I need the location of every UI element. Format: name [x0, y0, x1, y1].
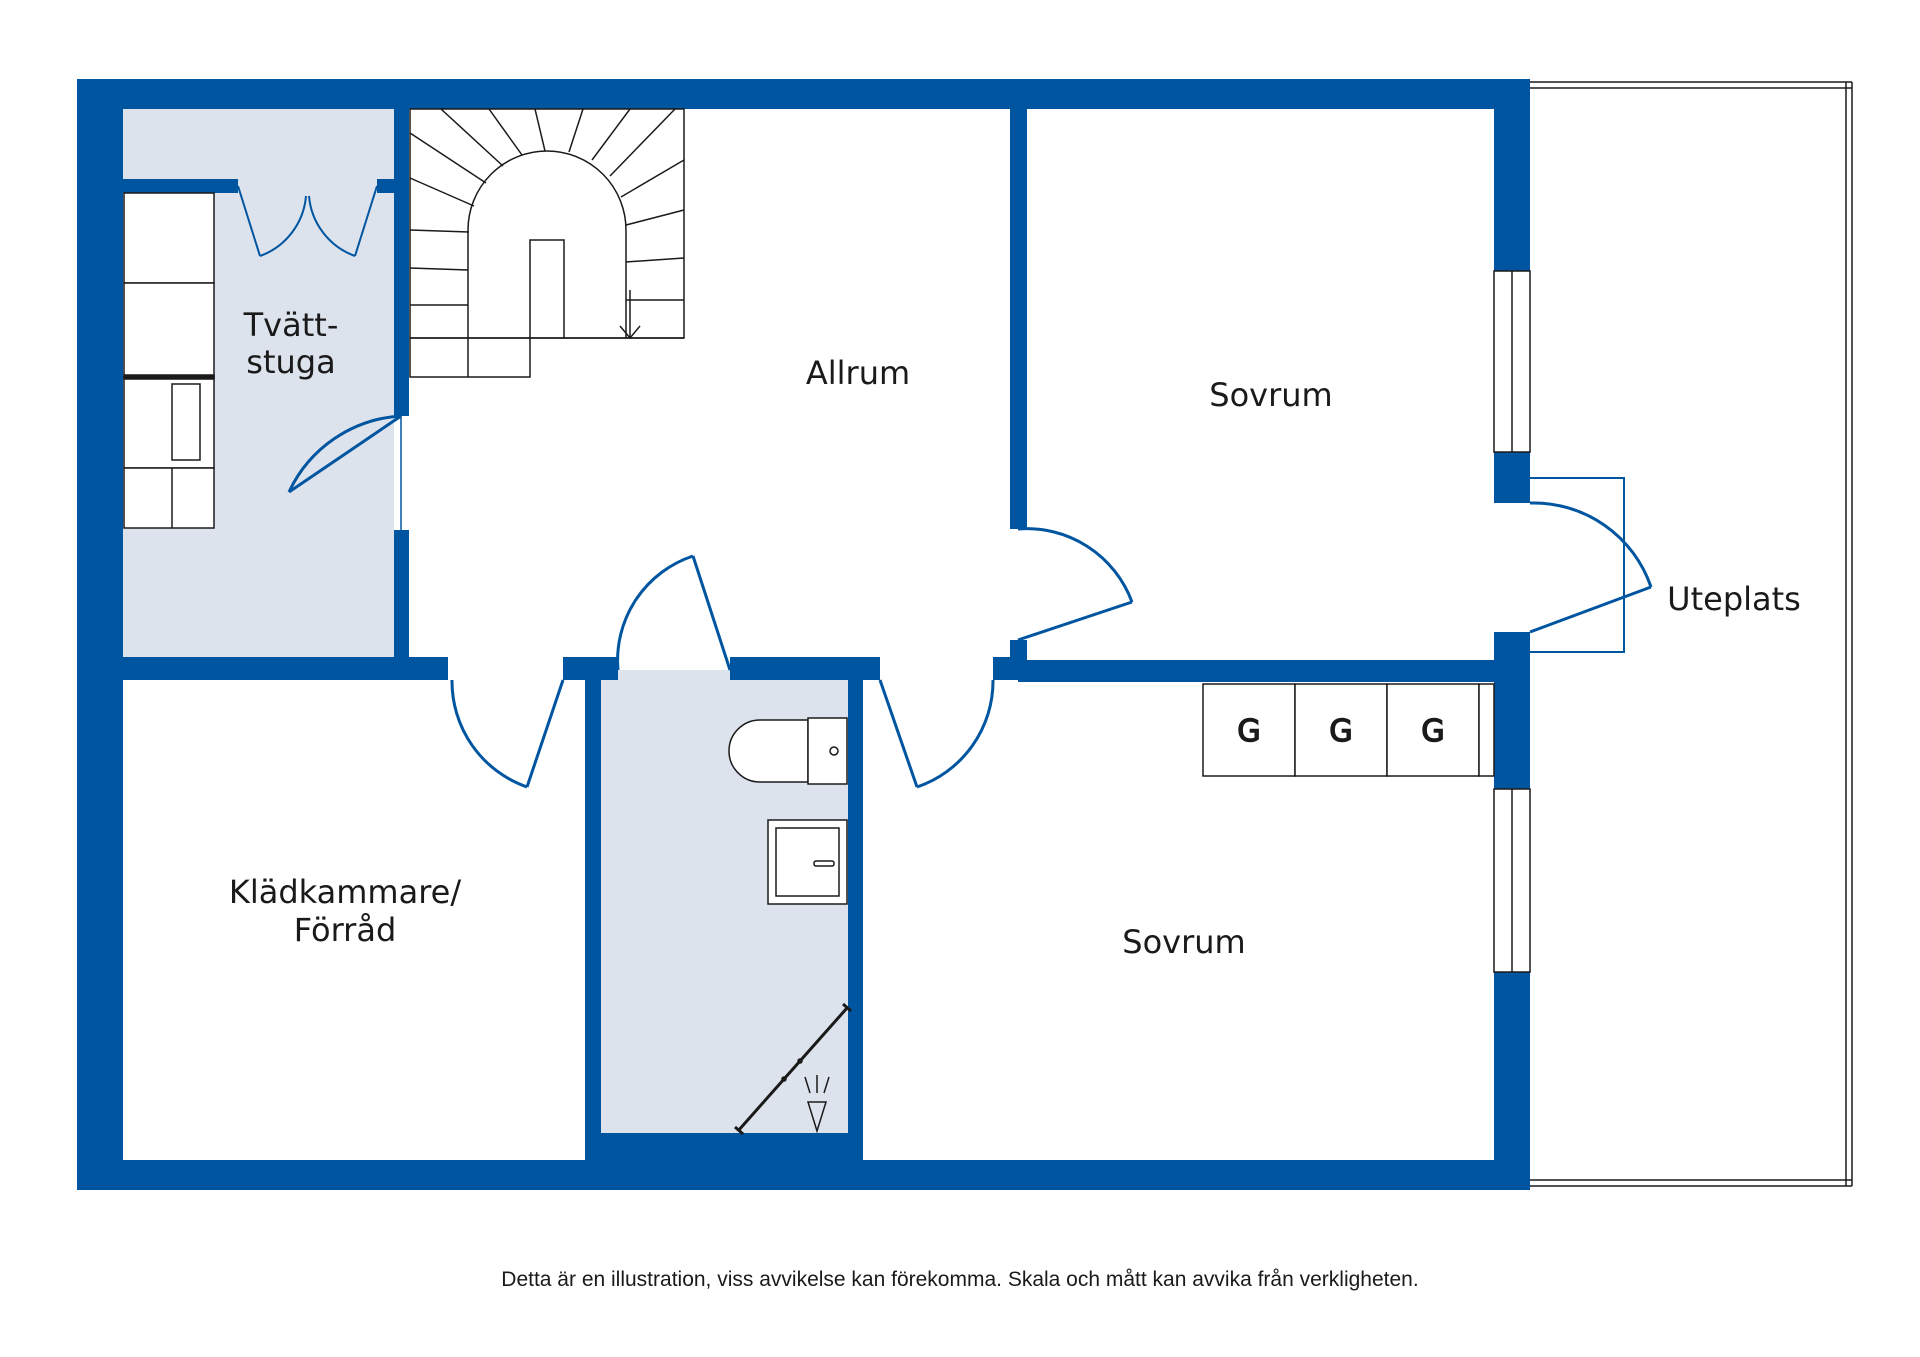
door-laundry	[288, 414, 402, 494]
room-label-bedroom-bottom: Sovrum	[1122, 923, 1245, 961]
room-label-living: Allrum	[806, 354, 910, 392]
door-patio	[1529, 501, 1653, 588]
door-walk-in	[525, 679, 565, 788]
doors	[287, 414, 1653, 789]
disclaimer-text: Detta är en illustration, viss avvikelse…	[501, 1268, 1419, 1291]
exterior-walls	[77, 79, 1530, 1190]
room-label-bedroom-top: Sovrum	[1209, 376, 1332, 414]
wardrobe-1	[1202, 683, 1296, 777]
patio-door-frame	[1530, 477, 1625, 653]
patio-area	[1530, 81, 1853, 1187]
wardrobe-3	[1386, 683, 1480, 777]
wardrobe-row: G G G	[1202, 683, 1495, 777]
room-label-laundry-line2: stuga	[246, 343, 335, 381]
cabinet	[123, 192, 215, 284]
door-bedroom-bottom	[878, 679, 919, 788]
bathroom-fixtures	[728, 717, 852, 1136]
door-bathroom	[616, 554, 694, 671]
staircase	[409, 108, 685, 378]
floor-drain-icon	[804, 1075, 830, 1134]
room-label-walk-in-line2: Förråd	[294, 911, 397, 949]
laundry-sink	[123, 467, 215, 529]
wardrobe-2	[1294, 683, 1388, 777]
interior-walls	[123, 109, 1494, 1160]
shower-screen	[734, 1002, 852, 1136]
room-label-patio: Uteplats	[1667, 580, 1801, 618]
door-bedroom-top	[1017, 527, 1134, 603]
windows	[1493, 270, 1531, 973]
room-labels: Tvätt- stuga Allrum Sovrum Uteplats Kläd…	[229, 306, 1801, 961]
washing-machine	[123, 282, 215, 378]
wardrobe-label-3: G	[1421, 714, 1444, 749]
room-label-laundry-line1: Tvätt-	[243, 306, 339, 344]
wardrobe-label-2: G	[1329, 714, 1352, 749]
wardrobe-label-1: G	[1237, 714, 1260, 749]
toilet	[728, 719, 809, 783]
wet-rooms	[123, 109, 848, 1133]
laundry-fixtures	[123, 185, 378, 529]
room-label-walk-in-line1: Klädkammare/	[229, 873, 461, 911]
stair-treads	[409, 108, 685, 306]
